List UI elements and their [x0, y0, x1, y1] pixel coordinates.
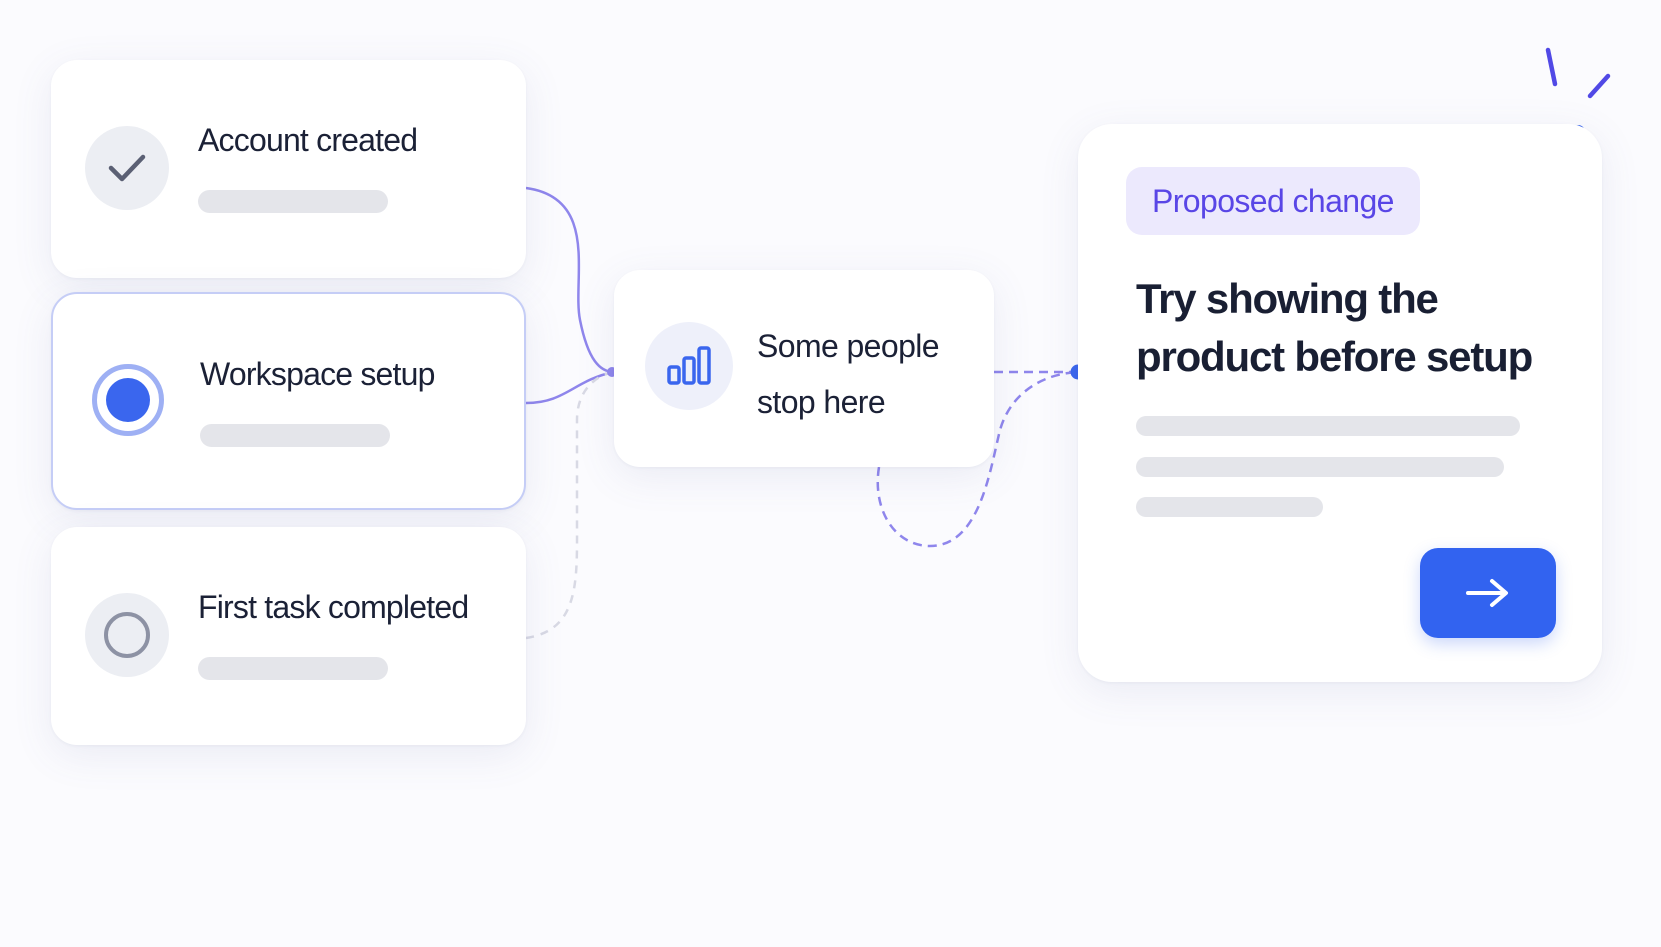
- proposal-title: Try showing the product before setup: [1136, 270, 1586, 386]
- radio-empty-icon: [85, 593, 169, 677]
- radio-active-icon: [86, 358, 170, 442]
- arrow-right-icon: [1466, 579, 1508, 607]
- insight-line-1: Some people: [757, 328, 940, 364]
- insight-line-2: stop here: [757, 384, 886, 420]
- proposal-card[interactable]: Proposed change Try showing the product …: [1078, 124, 1602, 682]
- step-card-account-created[interactable]: Account created: [51, 60, 526, 278]
- connector-step1: [525, 186, 615, 374]
- step-label: Workspace setup: [200, 356, 435, 392]
- proceed-button[interactable]: [1420, 548, 1556, 638]
- proposal-title-line-2: product before setup: [1136, 333, 1533, 380]
- placeholder-bar: [1136, 497, 1323, 517]
- connector-step3: [525, 370, 613, 640]
- connector-step2: [525, 370, 615, 405]
- placeholder-bar: [198, 657, 388, 680]
- placeholder-bar: [198, 190, 388, 213]
- proposal-badge: Proposed change: [1126, 167, 1420, 235]
- step-label: Account created: [198, 122, 418, 158]
- step-card-workspace-setup[interactable]: Workspace setup: [51, 292, 526, 510]
- connector-loop: [876, 370, 1079, 548]
- proposal-title-line-1: Try showing the: [1136, 275, 1439, 322]
- check-icon: [85, 126, 169, 210]
- bar-chart-icon: [645, 322, 733, 410]
- placeholder-bar: [200, 424, 390, 447]
- step-card-first-task[interactable]: First task completed: [51, 527, 526, 745]
- sparkle-icon: [1545, 47, 1611, 99]
- placeholder-bar: [1136, 457, 1504, 477]
- placeholder-bar: [1136, 416, 1520, 436]
- insight-text: Some people stop here: [757, 318, 987, 430]
- insight-card[interactable]: Some people stop here: [614, 270, 994, 467]
- step-label: First task completed: [198, 589, 469, 625]
